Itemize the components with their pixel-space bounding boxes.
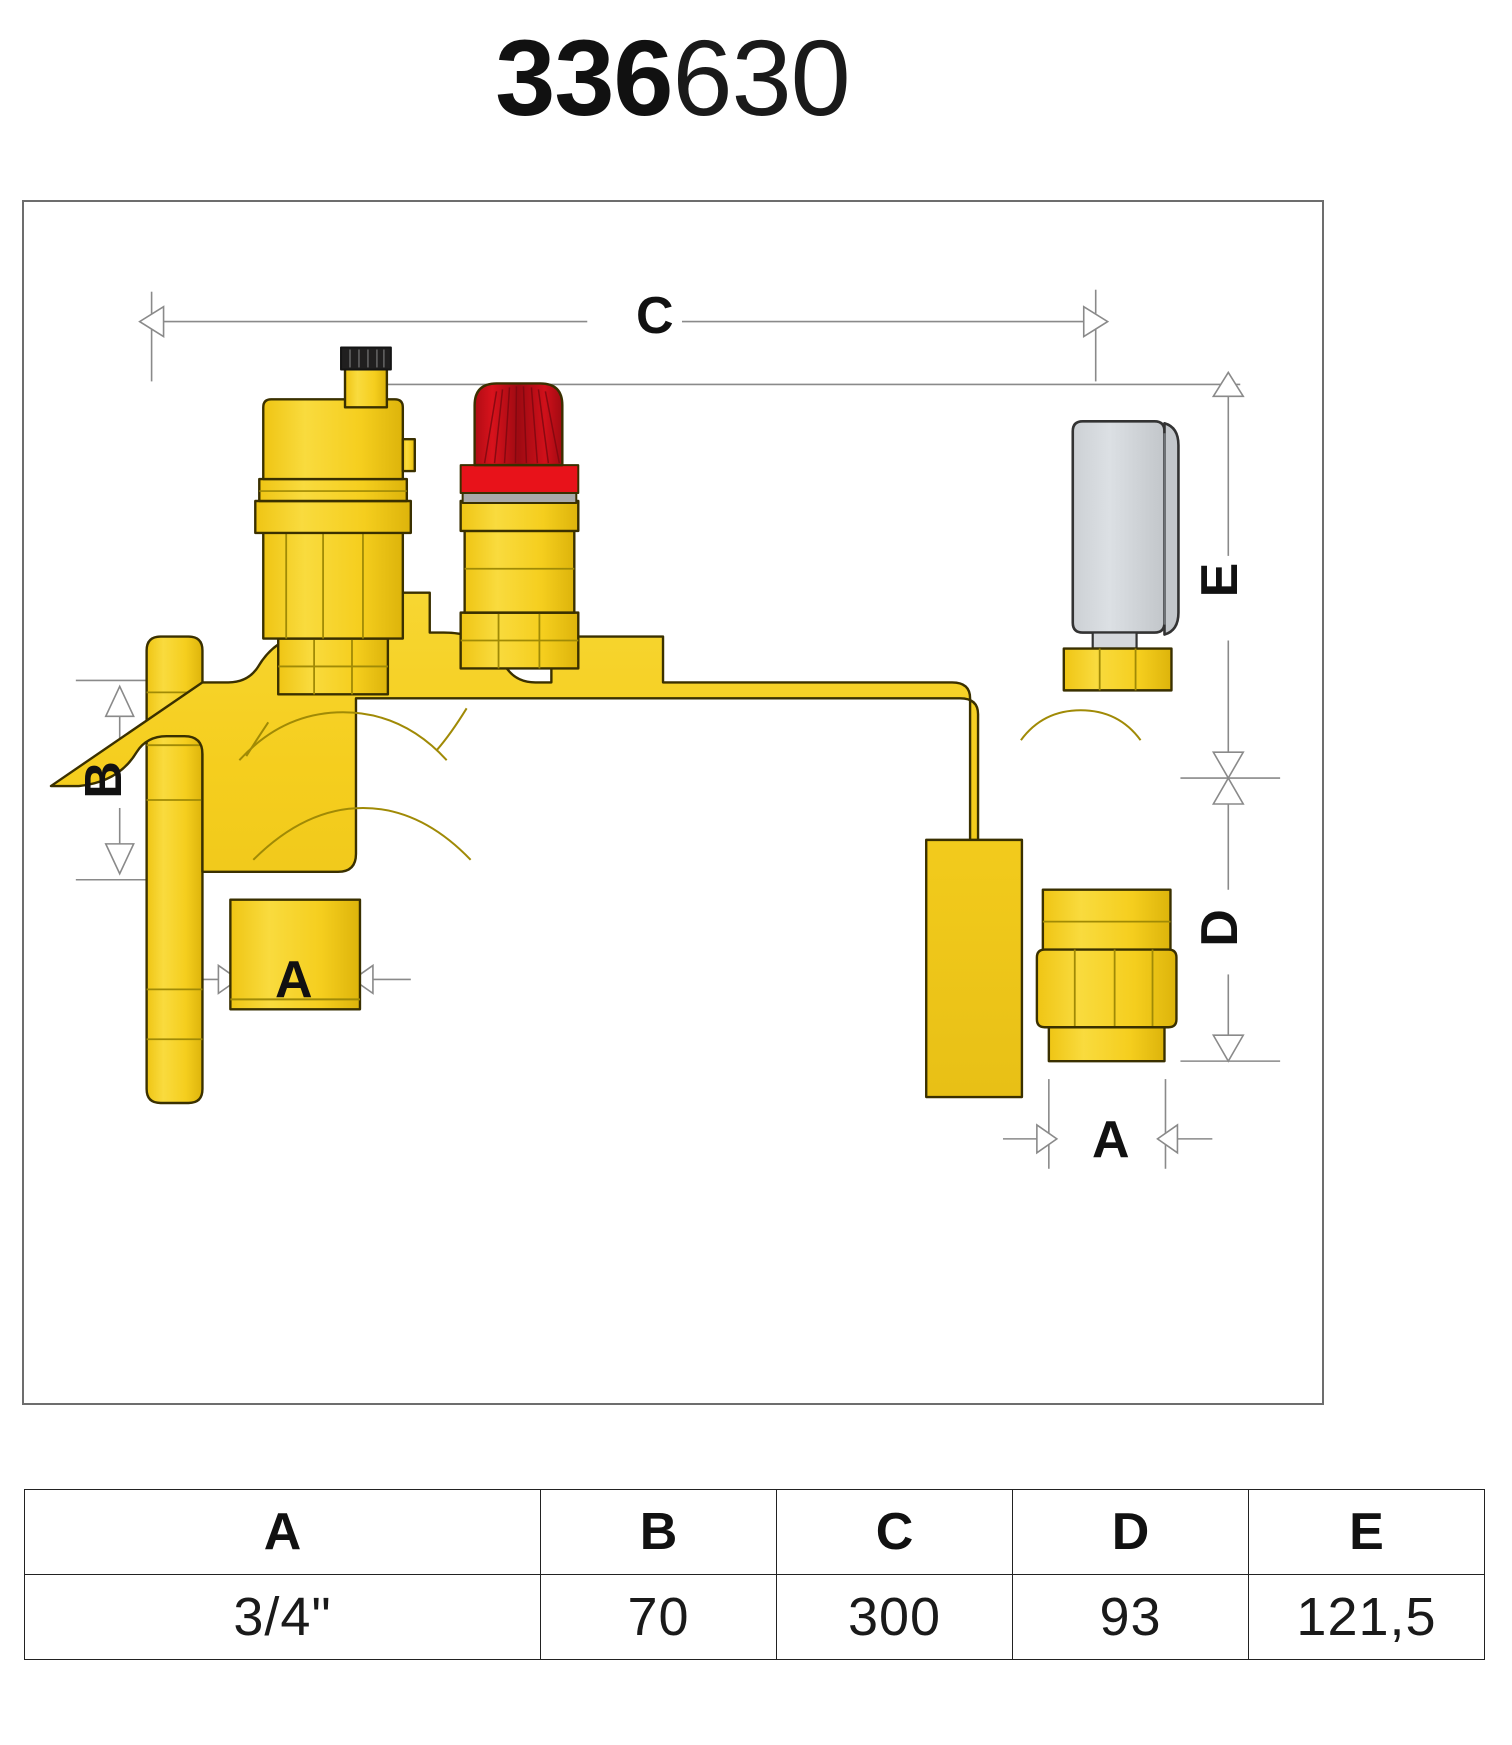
table-value-e: 121,5: [1248, 1574, 1485, 1660]
automatic-air-vent-valve: [254, 346, 416, 696]
dimension-a-bottom: [1002, 1079, 1213, 1169]
dimension-label-b: B: [75, 761, 133, 799]
table-value-d: 93: [1012, 1574, 1249, 1660]
outlet-union-assembly: [1035, 888, 1178, 1063]
dimensions-table: A B C D E 3/4" 70 300 93 121,5: [24, 1489, 1485, 1660]
table-value-b: 70: [540, 1574, 777, 1660]
product-code-prefix: 336: [495, 17, 673, 138]
dimension-label-a-top: A: [275, 951, 313, 1009]
pressure-gauge: [1062, 419, 1180, 692]
table-value-a: 3/4": [24, 1574, 541, 1660]
safety-relief-valve: [459, 382, 580, 670]
dimension-c: [138, 289, 1110, 382]
product-code-title: 336630: [0, 24, 1345, 132]
dimension-label-e: E: [1191, 562, 1249, 598]
table-value-row: 3/4" 70 300 93 121,5: [24, 1574, 1485, 1660]
dimension-label-d: D: [1191, 909, 1249, 947]
dimension-label-a-bottom: A: [1092, 1111, 1130, 1169]
valve-assembly-drawing: [49, 289, 1281, 1169]
table-header-a: A: [24, 1489, 541, 1575]
table-value-c: 300: [776, 1574, 1013, 1660]
assembly-geometry: [49, 346, 1180, 1105]
table-header-row: A B C D E: [24, 1489, 1485, 1575]
table-header-d: D: [1012, 1489, 1249, 1575]
dimension-d: [1180, 803, 1281, 1063]
technical-drawing-frame: C E D B A A: [22, 200, 1324, 1405]
table-header-e: E: [1248, 1489, 1485, 1575]
table-header-b: B: [540, 1489, 777, 1575]
dimension-label-c: C: [636, 287, 674, 345]
table-header-c: C: [776, 1489, 1013, 1575]
product-code-suffix: 630: [672, 17, 851, 138]
wall-mounting-flange: [145, 635, 204, 1105]
left-outlet-port: [229, 898, 362, 1011]
